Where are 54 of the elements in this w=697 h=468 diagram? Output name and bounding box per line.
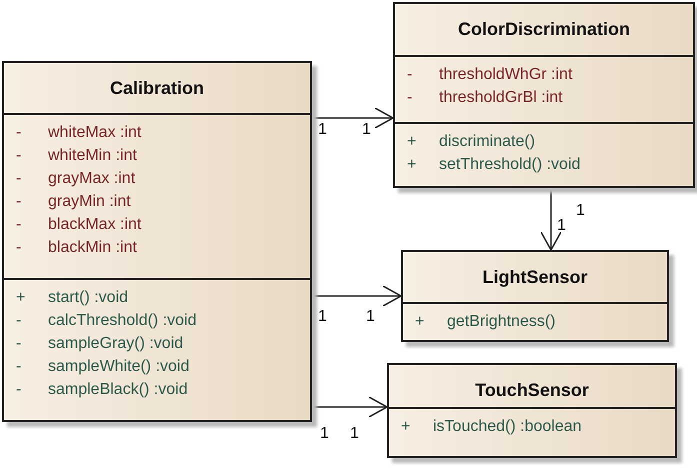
member-text: sampleGray() :void [48, 334, 184, 354]
member-text: blackMax :int [48, 214, 142, 234]
member-text: whiteMax :int [48, 122, 142, 142]
visibility-marker: - [15, 214, 22, 234]
class-box [393, 2, 695, 188]
visibility-marker: + [406, 154, 418, 174]
visibility-marker: - [15, 238, 22, 258]
class-name: TouchSensor [475, 379, 589, 402]
visibility-marker: - [15, 380, 22, 400]
member-text: calcThreshold() :void [48, 310, 196, 330]
multiplicity-label: 1 [576, 203, 585, 219]
member-text: thresholdWhGr :int [439, 64, 572, 84]
multiplicity-label: 1 [366, 309, 375, 325]
visibility-marker: - [15, 146, 22, 166]
class-name: ColorDiscrimination [458, 18, 630, 41]
visibility-marker: - [406, 64, 414, 84]
visibility-marker: - [15, 192, 22, 212]
visibility-marker: - [15, 168, 22, 188]
visibility-marker: - [406, 88, 414, 108]
multiplicity-label: 1 [318, 122, 327, 138]
member-text: sampleBlack() :void [48, 380, 188, 400]
association-arrow [312, 107, 394, 129]
association-arrow [540, 188, 562, 251]
visibility-marker: + [15, 288, 26, 308]
multiplicity-label: 1 [362, 122, 371, 138]
member-text: start() :void [48, 288, 128, 308]
visibility-marker: - [15, 122, 22, 142]
member-text: discriminate() [439, 132, 536, 152]
visibility-marker: - [15, 334, 22, 354]
class-box [401, 250, 669, 342]
member-text: whiteMin :int [48, 146, 137, 166]
association-arrow [312, 285, 402, 307]
visibility-marker: + [414, 312, 426, 332]
member-text: setThreshold() :void [439, 154, 580, 174]
member-text: isTouched() :boolean [433, 416, 582, 436]
member-text: sampleWhite() :void [48, 356, 190, 376]
multiplicity-label: 1 [318, 309, 327, 325]
multiplicity-label: 1 [350, 426, 359, 442]
multiplicity-label: 1 [557, 218, 566, 234]
member-text: getBrightness() [447, 312, 556, 332]
member-text: grayMax :int [48, 168, 136, 188]
class-box [2, 61, 312, 422]
member-text: grayMin :int [48, 192, 131, 212]
association-arrow [312, 396, 388, 418]
visibility-marker: + [406, 132, 418, 152]
visibility-marker: + [400, 416, 412, 436]
class-name: Calibration [110, 77, 204, 100]
member-text: thresholdGrBl :int [439, 88, 563, 108]
visibility-marker: - [15, 356, 22, 376]
multiplicity-label: 1 [320, 426, 329, 442]
member-text: blackMin :int [48, 238, 137, 258]
visibility-marker: - [15, 310, 22, 330]
class-box [387, 363, 677, 458]
class-name: LightSensor [482, 266, 588, 289]
